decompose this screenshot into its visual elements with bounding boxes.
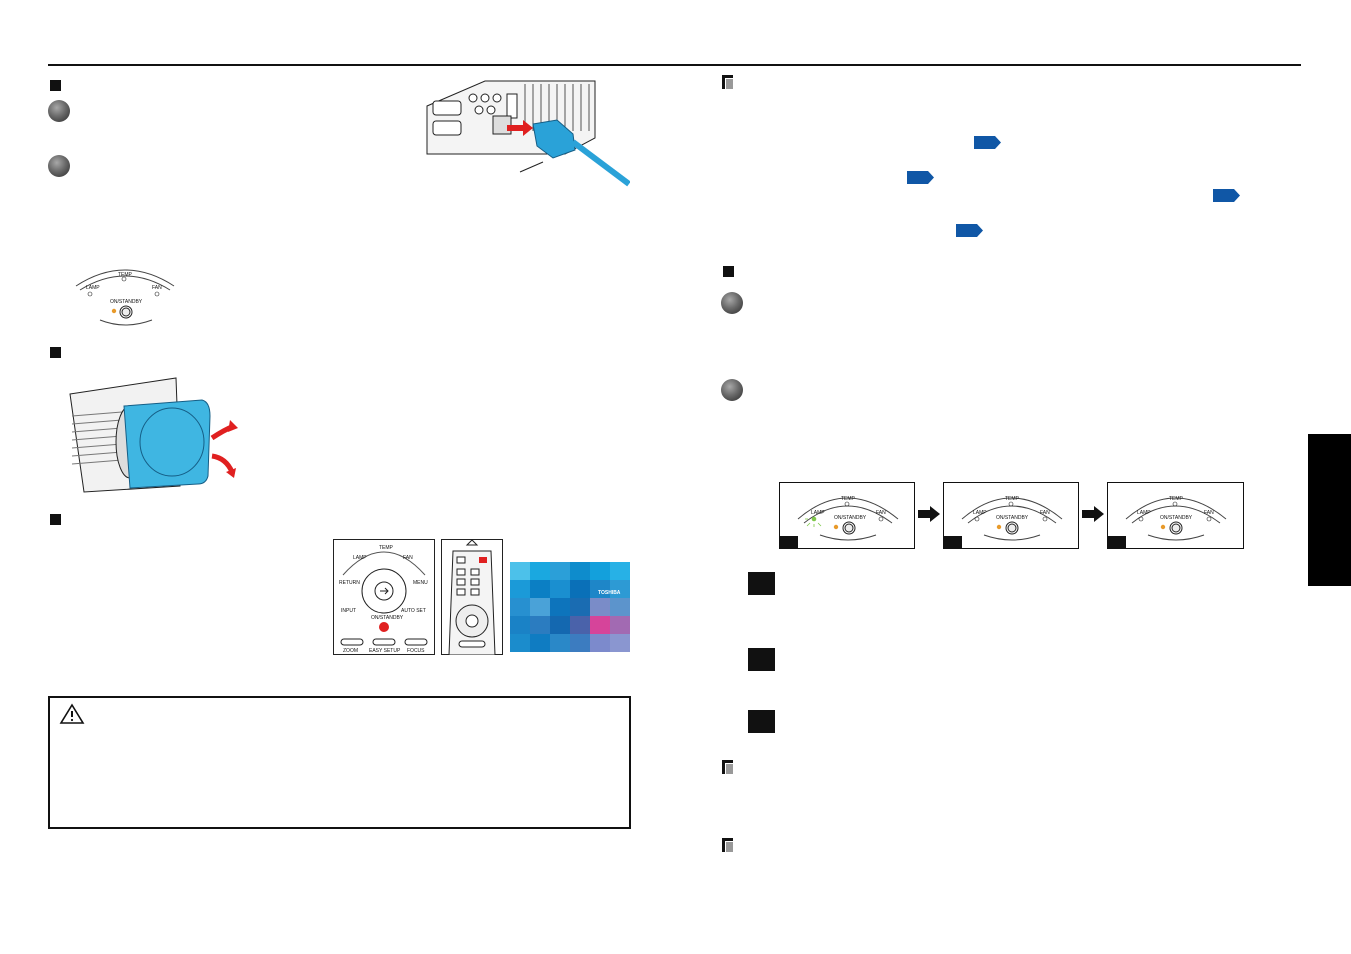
on-standby-label: ON/STANDBY	[1160, 515, 1193, 521]
control-panel-indicators: TEMP LAMP FAN ON/STANDBY	[75, 269, 175, 326]
section-marker	[50, 514, 61, 525]
page-ref-tag	[1213, 189, 1240, 202]
step-marker-2	[721, 379, 743, 401]
fan-label: FAN	[152, 285, 162, 291]
remote-auto-set: AUTO SET	[401, 608, 426, 614]
on-standby-label: ON/STANDBY	[834, 515, 867, 521]
state-label-1	[748, 572, 775, 595]
state-label-3	[748, 710, 775, 733]
page-ref-tag	[956, 224, 983, 237]
lamp-label: LAMP	[1137, 510, 1151, 516]
note-icon	[722, 760, 733, 774]
remote-control-illustration	[441, 539, 503, 655]
section-side-tab	[1308, 434, 1351, 586]
remote-on-standby: ON/STANDBY	[371, 615, 404, 621]
panel-corner-marker	[944, 536, 962, 548]
arrow-right-icon	[918, 506, 940, 522]
power-cord-illustration	[426, 80, 630, 187]
indicator-panel-2: TEMP LAMP FAN ON/STANDBY	[943, 482, 1079, 549]
indicator-panel-3: TEMP LAMP FAN ON/STANDBY	[1107, 482, 1244, 549]
remote-easy-setup: EASY SETUP	[369, 648, 401, 654]
lens-cap-illustration	[69, 377, 238, 493]
temp-label: TEMP	[841, 496, 856, 502]
remote-lamp: LAMP	[353, 555, 367, 561]
temp-label: TEMP	[1005, 496, 1020, 502]
temp-label: TEMP	[1169, 496, 1184, 502]
step-marker-1	[48, 100, 70, 122]
screen-logo: TOSHIBA	[598, 590, 621, 596]
lamp-label: LAMP	[86, 285, 100, 291]
indicator-panel-1: TEMP LAMP FAN ON/STANDBY	[779, 482, 915, 549]
fan-label: FAN	[1040, 510, 1050, 516]
caution-box	[48, 696, 631, 829]
section-marker	[50, 80, 61, 91]
remote-focus: FOCUS	[407, 648, 425, 654]
remote-zoom: ZOOM	[343, 648, 358, 654]
remote-fan: FAN	[403, 555, 413, 561]
fan-label: FAN	[876, 510, 886, 516]
on-standby-label: ON/STANDBY	[110, 299, 143, 305]
note-icon	[722, 75, 733, 89]
panel-corner-marker	[1108, 536, 1126, 548]
top-rule	[48, 64, 1301, 66]
state-label-2	[748, 648, 775, 671]
warning-triangle-icon	[59, 703, 85, 724]
step-marker-1	[721, 292, 743, 314]
page-ref-tag	[974, 136, 1001, 149]
lamp-label: LAMP	[811, 510, 825, 516]
fan-label: FAN	[1204, 510, 1214, 516]
remote-return: RETURN	[339, 580, 360, 586]
remote-temp: TEMP	[379, 545, 394, 551]
section-marker	[723, 266, 734, 277]
on-standby-label: ON/STANDBY	[996, 515, 1029, 521]
lamp-label: LAMP	[973, 510, 987, 516]
panel-corner-marker	[780, 536, 798, 548]
remote-menu: MENU	[413, 580, 428, 586]
projected-screen-image: TOSHIBA	[510, 562, 630, 652]
arrow-right-icon	[1082, 506, 1104, 522]
section-marker	[50, 347, 61, 358]
step-marker-2	[48, 155, 70, 177]
note-icon	[722, 838, 733, 852]
remote-input: INPUT	[341, 608, 356, 614]
temp-label: TEMP	[118, 272, 133, 278]
page-ref-tag	[907, 171, 934, 184]
projector-control-panel: TEMP LAMP FAN RETURN MENU INPUT AUTO SET…	[333, 539, 435, 655]
